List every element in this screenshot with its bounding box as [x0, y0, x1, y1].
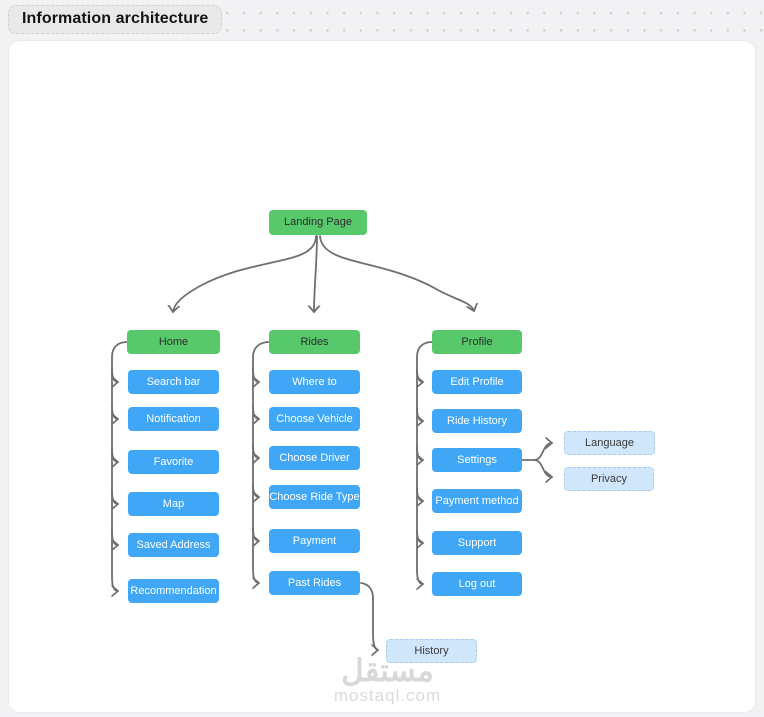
node-settings: Settings: [432, 448, 522, 472]
node-past-rides: Past Rides: [269, 571, 360, 595]
node-payment-method: Payment method: [432, 489, 522, 513]
node-favorite: Favorite: [128, 450, 219, 474]
node-search-bar: Search bar: [128, 370, 219, 394]
node-privacy: Privacy: [564, 467, 654, 491]
node-log-out: Log out: [432, 572, 522, 596]
node-notification: Notification: [128, 407, 219, 431]
node-choose-vehicle: Choose Vehicle: [269, 407, 360, 431]
node-ride-history: Ride History: [432, 409, 522, 433]
node-edit-profile: Edit Profile: [432, 370, 522, 394]
node-history: History: [386, 639, 477, 663]
node-saved-address: Saved Address: [128, 533, 219, 557]
node-where-to: Where to: [269, 370, 360, 394]
node-choose-driver: Choose Driver: [269, 446, 360, 470]
node-recommendation: Recommendation: [128, 579, 219, 603]
node-language: Language: [564, 431, 655, 455]
node-payment: Payment: [269, 529, 360, 553]
node-home: Home: [127, 330, 220, 354]
node-profile: Profile: [432, 330, 522, 354]
node-choose-ride-type: Choose Ride Type: [269, 485, 360, 509]
node-landing-page: Landing Page: [269, 210, 367, 235]
diagram-canvas: [8, 40, 756, 713]
node-rides: Rides: [269, 330, 360, 354]
node-support: Support: [432, 531, 522, 555]
frame-title: Information architecture: [8, 5, 223, 34]
node-map: Map: [128, 492, 219, 516]
